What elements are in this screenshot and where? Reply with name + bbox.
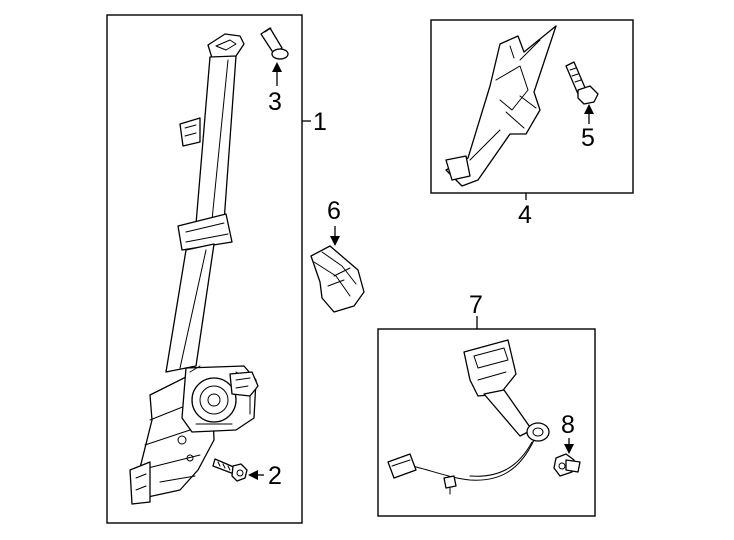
callout-5-arrow bbox=[584, 104, 594, 124]
callout-7: 7 bbox=[469, 291, 483, 319]
seat-belt-retractor-assembly bbox=[129, 33, 259, 505]
callout-1: 1 bbox=[313, 108, 327, 136]
callout-6: 6 bbox=[327, 197, 341, 225]
callout-4: 4 bbox=[518, 201, 532, 229]
callout-8: 8 bbox=[561, 411, 575, 439]
buckle-box bbox=[377, 328, 596, 517]
height-adjuster-box bbox=[430, 19, 634, 194]
buckle-bolt bbox=[553, 453, 581, 477]
callout-6-arrow bbox=[330, 226, 340, 246]
callout-2-arrow bbox=[248, 470, 264, 480]
callout-8-arrow bbox=[564, 438, 574, 454]
callout-2: 2 bbox=[268, 462, 282, 490]
callout-3: 3 bbox=[268, 88, 282, 116]
adjuster-bolt bbox=[565, 61, 599, 105]
retractor-assembly-box bbox=[106, 14, 303, 524]
callout-3-arrow bbox=[272, 62, 282, 86]
callout-5: 5 bbox=[581, 124, 595, 152]
guide-cap bbox=[260, 27, 289, 60]
retractor-bolt bbox=[212, 458, 248, 482]
trim-cover bbox=[310, 245, 365, 313]
height-adjuster bbox=[445, 25, 557, 187]
seat-belt-buckle bbox=[387, 339, 550, 495]
